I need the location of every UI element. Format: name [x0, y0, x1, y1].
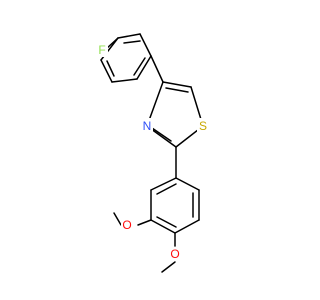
bond-thiazole-double-2 — [151, 127, 172, 142]
nitrogen-atom-label: N — [143, 119, 152, 133]
bond-ring2-3 — [150, 219, 176, 234]
bonds — [100, 33, 204, 273]
bond-ring2-double-1 — [156, 183, 177, 195]
bond-ring2-4 — [174, 219, 200, 234]
sulfur-atom-label: S — [199, 119, 207, 133]
bond-ring1-double-3 — [106, 60, 115, 77]
bond-ring1-4 — [111, 78, 138, 83]
bond-oxygen-lower-methyl — [161, 261, 176, 273]
oxygen-upper-atom-label: O — [122, 218, 131, 232]
bond-ring1-3 — [136, 55, 152, 80]
bond-phenyl-thiazole — [150, 55, 164, 83]
bond-ring1-1 — [117, 33, 141, 39]
bond-ring2-double-2 — [156, 216, 177, 228]
bond-ring1-double-1 — [123, 40, 141, 44]
oxygen-upper-label-bg — [121, 218, 133, 232]
bond-ring1-2 — [139, 33, 152, 57]
nitrogen-label-bg — [141, 118, 153, 132]
bond-ring1-double-2 — [133, 57, 146, 76]
bond-ring1-5 — [100, 59, 113, 83]
fluorine-label-bg — [96, 43, 108, 57]
bond-thiazole-1 — [162, 81, 192, 88]
bond-ring2-6 — [175, 177, 200, 191]
atom-labels: F N S O O — [96, 43, 209, 261]
oxygen-lower-atom-label: O — [170, 247, 179, 261]
bond-oxygen-upper-ring — [137, 219, 152, 226]
bond-thiazole-double-1 — [165, 87, 189, 93]
bond-oxygen-upper-methyl — [113, 212, 122, 226]
molecule-structure: F N S O O — [96, 33, 209, 273]
sulfur-label-bg — [197, 118, 209, 132]
bond-ring2-1 — [150, 177, 177, 191]
oxygen-lower-label-bg — [169, 247, 181, 261]
fluorine-atom-label: F — [98, 43, 105, 57]
